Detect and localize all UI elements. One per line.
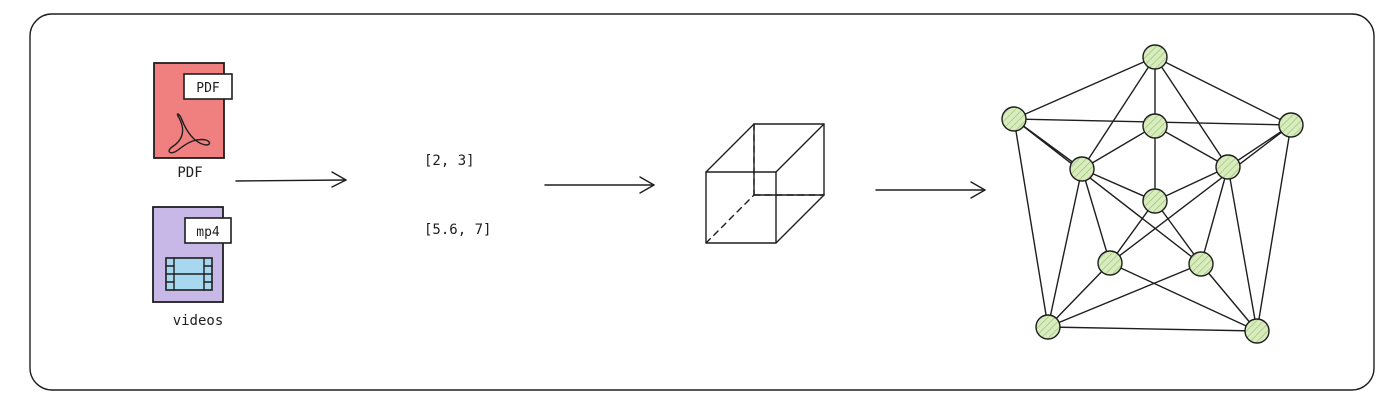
vector-text-1: [2, 3] (424, 153, 475, 169)
graph-node-icon (1278, 112, 1304, 138)
arrow-icon (544, 176, 655, 194)
graph-edge (1013, 118, 1049, 328)
graph-node-icon (1142, 44, 1168, 70)
graph-edge (1047, 263, 1202, 328)
video-file-icon: mp4 (152, 206, 232, 303)
graph-edge (1154, 125, 1229, 168)
graph-edge (1200, 166, 1229, 265)
pdf-label: PDF (177, 165, 202, 181)
graph-edge (1081, 168, 1111, 264)
graph-node-icon (1001, 106, 1027, 132)
graph-edge (1081, 56, 1156, 170)
graph-edge (1047, 262, 1111, 328)
pdf-file-icon: PDF (153, 62, 233, 159)
graph-edge (1200, 263, 1258, 332)
graph-node-icon (1142, 188, 1168, 214)
graph-edge (1013, 56, 1156, 120)
graph-node-icon (1142, 113, 1168, 139)
graph-edge (1109, 124, 1292, 264)
graph-edge (1047, 326, 1258, 332)
diagram-frame (29, 13, 1375, 391)
graph-edge (1256, 124, 1292, 332)
knowledge-graph (1001, 44, 1304, 344)
graph-node-icon (1188, 251, 1214, 277)
pdf-tag-box (183, 73, 233, 100)
arrow-icon (235, 171, 347, 188)
arrow-icon (875, 181, 986, 199)
graph-node-icon (1097, 250, 1123, 276)
graph-edge (1047, 168, 1083, 328)
graph-edge (1154, 56, 1292, 126)
video-tag-text: mp4 (196, 225, 220, 240)
graph-edge (1109, 262, 1258, 332)
vector-text-2: [5.6, 7] (424, 222, 491, 238)
graph-edge (1109, 200, 1156, 264)
video-label: videos (173, 313, 224, 329)
graph-node-icon (1035, 314, 1061, 340)
pdf-tag-text: PDF (196, 81, 220, 96)
graph-edge (1154, 56, 1229, 168)
graph-edge (1154, 200, 1202, 265)
cube-icon (705, 123, 825, 244)
graph-edge (1227, 166, 1258, 332)
acrobat-logo-icon (168, 113, 211, 154)
film-strip-icon (165, 257, 213, 291)
graph-node-icon (1244, 318, 1270, 344)
graph-edge (1081, 125, 1156, 170)
video-tag-box (184, 217, 232, 244)
graph-node-icon (1069, 156, 1095, 182)
graph-node-icon (1215, 154, 1241, 180)
graph-edge (1081, 168, 1156, 202)
graph-edge (1154, 166, 1229, 202)
graph-nodes (1001, 44, 1304, 344)
graph-edge (1013, 118, 1202, 265)
